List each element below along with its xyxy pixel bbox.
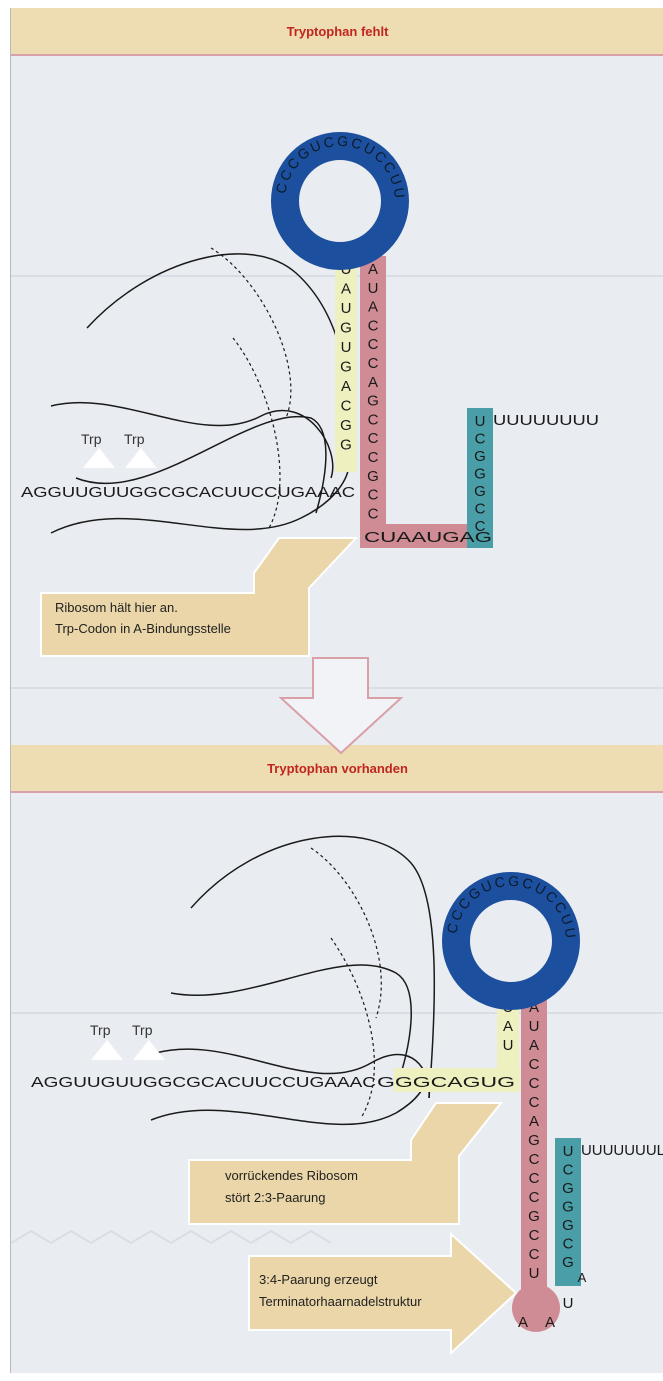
stem-left-bottom-nt-2: U: [503, 1037, 514, 1054]
stem-right-top-nt-10: C: [368, 449, 379, 466]
stem-right-top-nt-8: C: [368, 411, 379, 428]
teal-bottom-nt-2: G: [562, 1180, 574, 1197]
teal-top-nt-1: C: [475, 431, 486, 448]
stem-right-top-nt-11: G: [367, 468, 379, 485]
loop-sequence-top: UGCGCUACCACGAUCCCGUCGCUCCUU: [11, 8, 408, 199]
poly-u-top: UUUUUUUU: [493, 412, 599, 429]
stem-left-top-nt-3: G: [340, 320, 352, 337]
stem-right-top-nt-1: U: [368, 280, 379, 297]
stem-right-top-nt-13: C: [368, 505, 379, 522]
teal-top-nt-2: G: [474, 448, 486, 465]
stem-right-top-nt-4: C: [368, 336, 379, 353]
stem-right-bottom-nt-13: C: [529, 1246, 540, 1263]
stem-right-bottom-nt-5: C: [529, 1094, 540, 1111]
stem-right-bottom-nt-3: C: [529, 1056, 540, 1073]
loop-bottom-left: A: [518, 1314, 528, 1331]
stem-right-bottom-nt-2: A: [529, 1037, 539, 1054]
trp-label-bottom-1: Trp: [90, 1022, 111, 1038]
stem-left-top-nt-7: C: [341, 398, 352, 415]
stem-right-top-nt-12: C: [368, 487, 379, 504]
trp-triangle-bottom-2: [133, 1040, 165, 1060]
teal-bottom-nt-0: U: [563, 1143, 574, 1160]
poly-u-bottom: UUUUUUUL: [581, 1142, 663, 1159]
stem-right-bottom-nt-10: C: [529, 1189, 540, 1206]
callout-arrow-bottom-1: [189, 1103, 501, 1224]
teal-top-nt-3: G: [474, 466, 486, 483]
stem-left-top-nt-2: U: [341, 300, 352, 317]
stem-right-top-nt-9: C: [368, 430, 379, 447]
stem-right-top-nt-0: A: [368, 261, 378, 278]
stem-left-top-nt-6: A: [341, 378, 351, 395]
stem-right-bottom-nt-1: U: [529, 1018, 540, 1035]
trp-triangle-top-1: [83, 448, 115, 468]
stem-right-bottom-nt-8: C: [529, 1151, 540, 1168]
stem-right-top-nt-7: G: [367, 393, 379, 410]
highlight-sequence-bottom: GGGCAGUG: [377, 1074, 515, 1091]
stem-right-bottom-nt-11: G: [528, 1208, 540, 1225]
stem-left-top-nt-9: G: [340, 437, 352, 454]
stem-left-top-nt-5: G: [340, 359, 352, 376]
stem-right-top-nt-2: A: [368, 299, 378, 316]
loop-right-u-bottom: U: [563, 1295, 574, 1312]
callout-top-line2: Trp-Codon in A-Bindungsstelle: [55, 621, 231, 636]
callout-bottom1-line2: stört 2:3-Paarung: [225, 1190, 325, 1205]
teal-bottom-nt-5: C: [563, 1236, 574, 1253]
loop-sequence-bottom: UGCGCUACCACGAUCCCGUCGCUCCUU: [11, 8, 579, 939]
stem-left-bottom-nt-1: A: [503, 1018, 513, 1035]
stem-right-bottom-nt-6: A: [529, 1113, 539, 1130]
stem-right-bottom-nt-4: C: [529, 1075, 540, 1092]
stem-left-top-nt-4: U: [341, 339, 352, 356]
trp-triangle-top-2: [125, 448, 157, 468]
stem-right-top-nt-3: C: [368, 317, 379, 334]
callout-bottom1-line1: vorrückendes Ribosom: [225, 1168, 358, 1183]
attenuation-figure: Tryptophan fehlt Tryptophan vorhanden: [10, 8, 663, 1373]
trp-triangle-bottom-1: [91, 1040, 123, 1060]
leader-sequence-top: AGGUUGUUGGCGCACUUCCUGAAAC: [21, 484, 355, 501]
teal-bottom-nt-1: C: [563, 1162, 574, 1179]
stem-right-bottom-nt-12: C: [529, 1227, 540, 1244]
teal-top-nt-4: G: [474, 483, 486, 500]
teal-bottom-nt-6: G: [562, 1254, 574, 1271]
trp-label-bottom-2: Trp: [132, 1022, 153, 1038]
callout-bottom2-line1: 3:4-Paarung erzeugt: [259, 1272, 378, 1287]
callout-top-line1: Ribosom hält hier an.: [55, 600, 178, 615]
diagram-canvas: Trp Trp AGGUUGUUGGCGCACUUCCUGAAAC UAUGUG…: [11, 8, 663, 1373]
callout-bottom2-line2: Terminatorhaarnadelstruktur: [259, 1294, 422, 1309]
trp-label-top-2: Trp: [124, 431, 145, 447]
leader-sequence-bottom: AGGUUGUUGGCGCACUUCCUGAAAC: [31, 1074, 376, 1091]
trp-label-top-1: Trp: [81, 431, 102, 447]
transition-arrow: [281, 658, 401, 753]
stem-right-top-nt-5: C: [368, 355, 379, 372]
loop-bottom-right: A: [545, 1314, 555, 1331]
stem-right-top-nt-6: A: [368, 374, 378, 391]
stem-right-bottom-nt-9: C: [529, 1170, 540, 1187]
teal-extra-bottom: A: [578, 1270, 587, 1285]
stem-right-bottom-nt-7: G: [528, 1132, 540, 1149]
callout-arrow-top: [41, 538, 356, 656]
stem-right-bottom-nt-14: U: [529, 1265, 540, 1282]
stem-left-top-nt-1: A: [341, 281, 351, 298]
teal-bottom-nt-3: G: [562, 1199, 574, 1216]
stem-left-top-nt-8: G: [340, 417, 352, 434]
teal-top-nt-5: C: [475, 501, 486, 518]
bottom-run-top: CUAAUGAG: [364, 529, 492, 546]
teal-top-nt-0: U: [475, 413, 486, 430]
teal-bottom-nt-4: G: [562, 1217, 574, 1234]
